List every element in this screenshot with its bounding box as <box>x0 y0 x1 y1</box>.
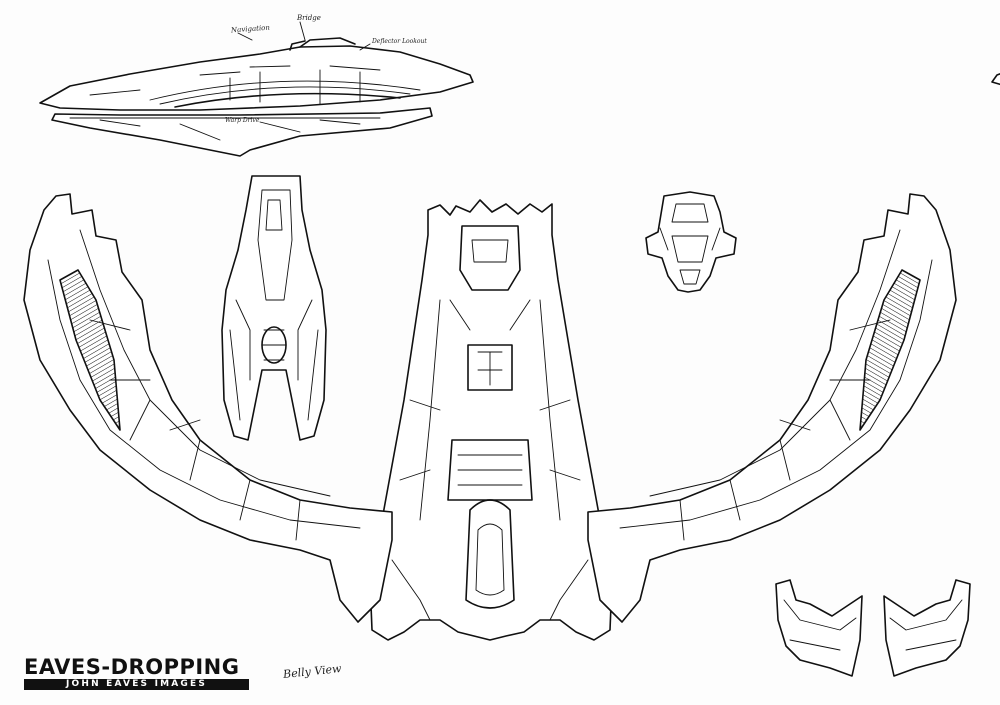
top-view-small <box>221 175 327 441</box>
front-view <box>645 191 737 293</box>
side-view-left <box>39 21 474 157</box>
annotation-deflector: Deflector Lookout <box>372 38 427 45</box>
side-view-right <box>991 73 1000 86</box>
annotation-warp-drive: Warp Drive <box>225 117 260 124</box>
watermark-subtitle: JOHN EAVES IMAGES <box>24 679 249 690</box>
belly-left-wing <box>23 193 393 623</box>
belly-view <box>369 199 613 641</box>
wing-detail-right <box>883 579 971 677</box>
belly-right-wing <box>587 193 957 623</box>
wing-detail-left <box>775 579 863 677</box>
annotation-bridge: Bridge <box>297 14 321 22</box>
watermark-logo: EAVES-DROPPING JOHN EAVES IMAGES <box>24 656 249 690</box>
watermark-title: EAVES-DROPPING <box>24 655 240 679</box>
